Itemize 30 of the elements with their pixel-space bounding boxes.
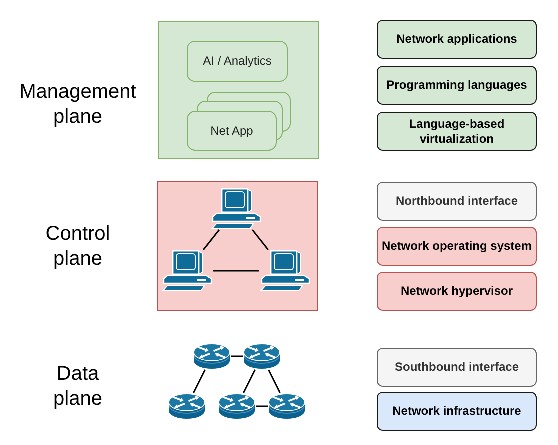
computer-icon	[259, 250, 311, 292]
plane-label: Control plane	[44, 222, 112, 272]
connector-line	[243, 370, 256, 394]
group-panel	[157, 181, 318, 311]
connector-line	[193, 370, 206, 394]
layer-box: Language-based virtualization	[377, 112, 537, 151]
computer-icon	[161, 250, 213, 292]
app-box: AI / Analytics	[187, 41, 288, 82]
router-icon	[218, 393, 256, 420]
connector-line	[256, 406, 268, 408]
connector-line	[203, 230, 220, 250]
plane-label: Data plane	[52, 362, 104, 412]
router-icon	[193, 343, 231, 370]
connector-line	[252, 230, 269, 250]
connector-line	[231, 356, 243, 358]
layer-box: Network applications	[377, 20, 537, 59]
connector-line	[213, 270, 259, 272]
layer-box: Programming languages	[377, 66, 537, 105]
group-panel	[158, 21, 319, 159]
router-icon	[268, 393, 306, 420]
connector-line	[268, 370, 281, 394]
layer-box: Network operating system	[377, 227, 537, 266]
router-icon	[168, 393, 206, 420]
layer-box: Network hypervisor	[377, 272, 537, 311]
layer-box: Southbound interface	[377, 348, 537, 387]
layer-box: Northbound interface	[377, 182, 537, 221]
computer-icon	[210, 188, 262, 230]
router-icon	[243, 343, 281, 370]
plane-label: Management plane	[18, 80, 138, 130]
layer-box: Network infrastructure	[377, 392, 537, 431]
